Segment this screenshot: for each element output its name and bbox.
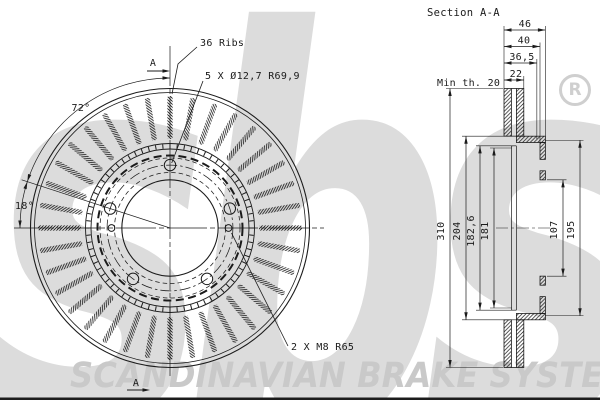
- dim-dia-right-1: 195: [566, 221, 577, 240]
- sheet-bottom-edge: [0, 397, 600, 400]
- bolt-hole: [200, 272, 214, 286]
- section-title: Section A-A: [427, 7, 500, 19]
- dim-width-3: 22: [510, 69, 523, 80]
- dim-width-1: 40: [518, 36, 531, 47]
- bolt-hole: [223, 202, 237, 215]
- dim-dia-0: 310: [436, 222, 447, 241]
- label-angle-18: 18°: [15, 201, 34, 212]
- section-marker-top: A: [150, 58, 156, 69]
- dim-dia-3: 181: [480, 222, 491, 241]
- thread-hole: [107, 224, 116, 232]
- label-min-thickness: Min th. 20: [437, 78, 500, 89]
- dim-dia-1: 204: [452, 222, 463, 241]
- registered-trademark-icon: R: [559, 74, 591, 106]
- dim-width-0: 46: [519, 19, 532, 30]
- label-bolt-pattern: 5 X Ø12,7 R69,9: [205, 70, 300, 82]
- dim-width-2: 36,5: [509, 52, 534, 63]
- label-angle-72: 72°: [72, 103, 91, 114]
- label-thread-holes: 2 X M8 R65: [291, 342, 354, 353]
- vent-ribs: [38, 96, 302, 360]
- section-marker-bottom: A: [133, 378, 139, 389]
- bolt-hole: [126, 272, 140, 286]
- bolt-hole: [163, 158, 177, 172]
- dim-dia-right-0: 107: [549, 221, 560, 240]
- dim-dia-2: 182,6: [466, 215, 477, 247]
- bolt-hole: [103, 202, 117, 215]
- label-rib-count: 36 Ribs: [200, 38, 244, 49]
- thread-hole: [224, 224, 233, 232]
